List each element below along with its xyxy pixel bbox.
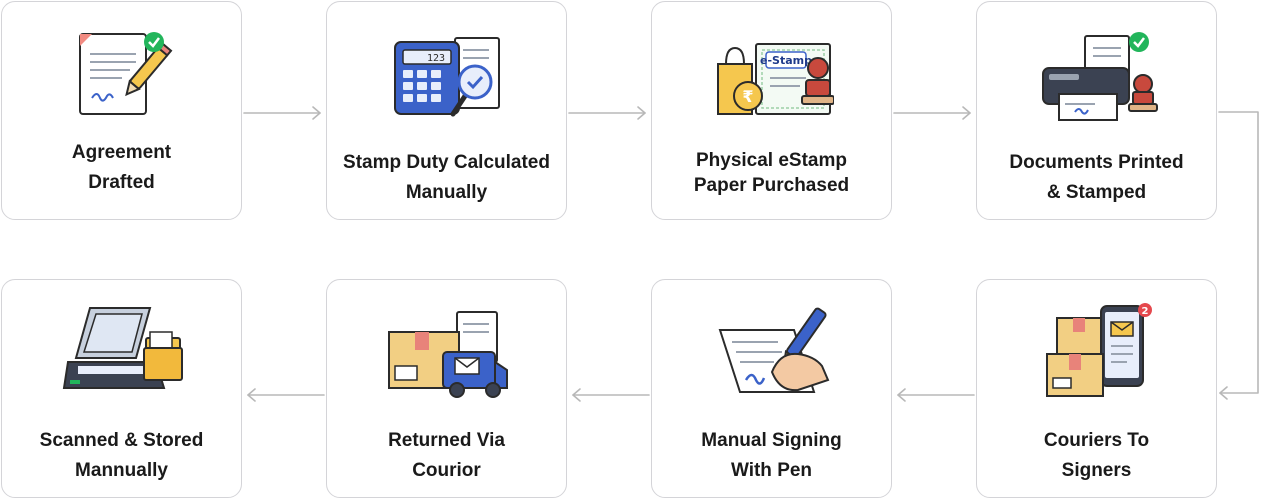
- arrow-4-to-5: [1218, 111, 1259, 400]
- step-card-couriers-to-signers: 2 Couriers To Signers: [976, 279, 1217, 498]
- step-label: Physical eStamp Paper Purchased: [693, 150, 850, 196]
- step-card-agreement-drafted: Agreement Drafted: [1, 1, 242, 220]
- step-label: Documents Printed & Stamped: [1009, 152, 1184, 203]
- step-card-documents-printed: Documents Printed & Stamped: [976, 1, 1217, 220]
- notification-count: 2: [1141, 306, 1148, 317]
- step-label: Couriers To Signers: [1043, 430, 1150, 481]
- delivery-truck-icon: [387, 311, 508, 398]
- printer-stamp-icon: [1041, 32, 1158, 121]
- step-card-returned-via-courior: Returned Via Courior: [326, 279, 567, 498]
- step-label: Agreement Drafted: [71, 142, 172, 193]
- scanner-folder-icon: [62, 307, 183, 389]
- arrow-6-to-7: [572, 388, 650, 402]
- hand-signing-icon: [718, 307, 829, 393]
- step-label: Stamp Duty Calculated Manually: [343, 152, 550, 203]
- arrow-2-to-3: [568, 106, 646, 120]
- calculator-magnifier-icon: 123: [393, 37, 500, 117]
- agreement-pen-icon: [78, 32, 172, 115]
- step-card-estamp-purchased: e-Stamp ₹ Physical eStamp Paper Purchase…: [651, 1, 892, 220]
- step-label: Returned Via Courior: [388, 430, 505, 481]
- estamp-badge-text: e-Stamp: [760, 54, 812, 67]
- arrow-1-to-2: [243, 106, 321, 120]
- step-card-scanned-stored: Scanned & Stored Mannually: [1, 279, 242, 498]
- svg-text:₹: ₹: [742, 87, 753, 106]
- step-card-stamp-duty-calculated: 123 Stamp Duty Calculated Manually: [326, 1, 567, 220]
- step-card-manual-signing: Manual Signing With Pen: [651, 279, 892, 498]
- arrow-7-to-8: [247, 388, 325, 402]
- courier-boxes-phone-icon: 2: [1045, 303, 1152, 397]
- svg-text:123: 123: [426, 53, 444, 64]
- arrow-5-to-6: [897, 388, 975, 402]
- estamp-paper-icon: e-Stamp ₹: [716, 43, 834, 115]
- step-label: Scanned & Stored Mannually: [39, 430, 204, 481]
- arrow-3-to-4: [893, 106, 971, 120]
- step-label: Manual Signing With Pen: [701, 430, 842, 481]
